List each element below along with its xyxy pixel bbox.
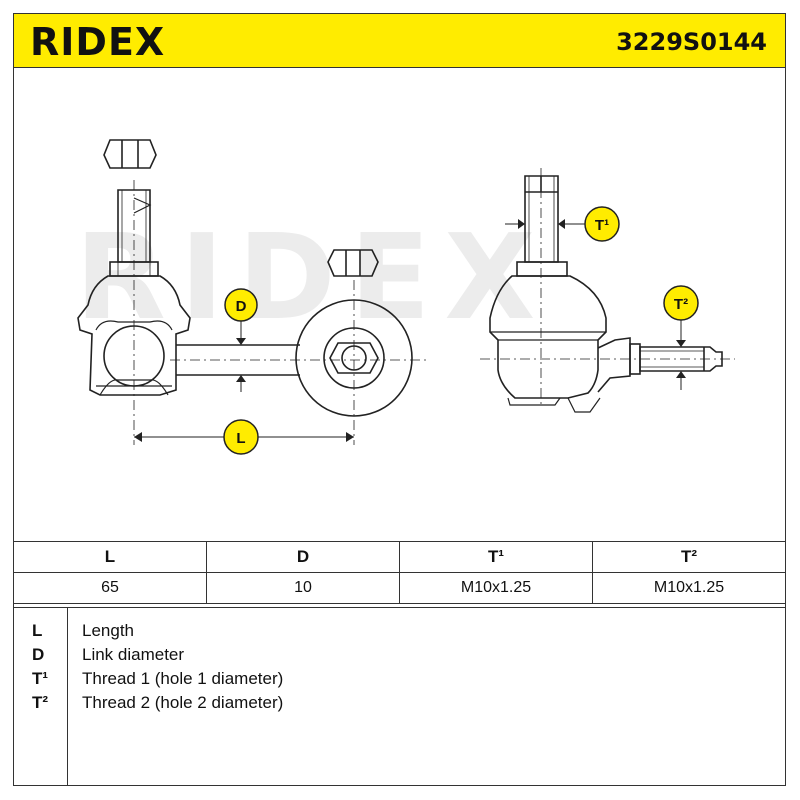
legend-text: Link diameter <box>82 645 185 664</box>
legend-item: T¹ Thread 1 (hole 1 diameter) <box>14 669 785 693</box>
legend: L Length D Link diameter T¹ Thread 1 (ho… <box>13 607 786 786</box>
svg-text:D: D <box>236 298 247 315</box>
dim-d <box>236 320 246 392</box>
spec-value-l: 65 <box>13 572 207 604</box>
callout-t1: T¹ <box>584 206 620 242</box>
legend-item: L Length <box>14 621 785 645</box>
spec-value-t2: M10x1.25 <box>592 572 786 604</box>
legend-code: D <box>32 645 45 664</box>
legend-code: L <box>32 621 43 640</box>
left-small-nut <box>327 249 379 277</box>
svg-text:T²: T² <box>674 296 688 313</box>
left-ball-housing <box>77 275 191 396</box>
drawing-sheet <box>13 13 786 786</box>
callout-t2: T² <box>663 285 699 321</box>
spec-header-t1: T¹ <box>399 541 593 573</box>
legend-code: T² <box>32 693 49 712</box>
legend-divider <box>67 608 68 785</box>
technical-drawing: RIDEX <box>75 139 735 455</box>
dim-t1 <box>505 219 590 229</box>
legend-text: Length <box>82 621 134 640</box>
legend-item: T² Thread 2 (hole 2 diameter) <box>14 693 785 717</box>
header-bar: RIDEX 3229S0144 <box>13 13 786 68</box>
spec-table: L D T¹ T² 65 10 M10x1.25 M10x1.25 <box>13 541 786 604</box>
right-housing <box>489 275 607 399</box>
part-number: 3229S0144 <box>616 28 767 56</box>
dim-t2 <box>676 318 686 390</box>
left-top-nut <box>103 139 157 169</box>
watermark: RIDEX <box>75 208 549 346</box>
spec-header-l: L <box>13 541 207 573</box>
svg-text:L: L <box>236 430 245 447</box>
callout-d: D <box>224 288 258 322</box>
spec-value-d: 10 <box>206 572 400 604</box>
svg-text:T¹: T¹ <box>595 217 609 234</box>
legend-code: T¹ <box>32 669 49 688</box>
spec-value-t1: M10x1.25 <box>399 572 593 604</box>
spec-header-t2: T² <box>592 541 786 573</box>
spec-header-d: D <box>206 541 400 573</box>
callout-l: L <box>223 419 259 455</box>
right-side-stud <box>639 346 723 372</box>
spec-value-row: 65 10 M10x1.25 M10x1.25 <box>13 572 786 604</box>
right-view <box>489 175 723 413</box>
legend-item: D Link diameter <box>14 645 785 669</box>
legend-text: Thread 1 (hole 1 diameter) <box>82 669 284 688</box>
brand-logo: RIDEX <box>30 20 166 64</box>
spec-header-row: L D T¹ T² <box>13 541 786 573</box>
legend-text: Thread 2 (hole 2 diameter) <box>82 693 284 712</box>
eye-hex <box>329 342 379 374</box>
